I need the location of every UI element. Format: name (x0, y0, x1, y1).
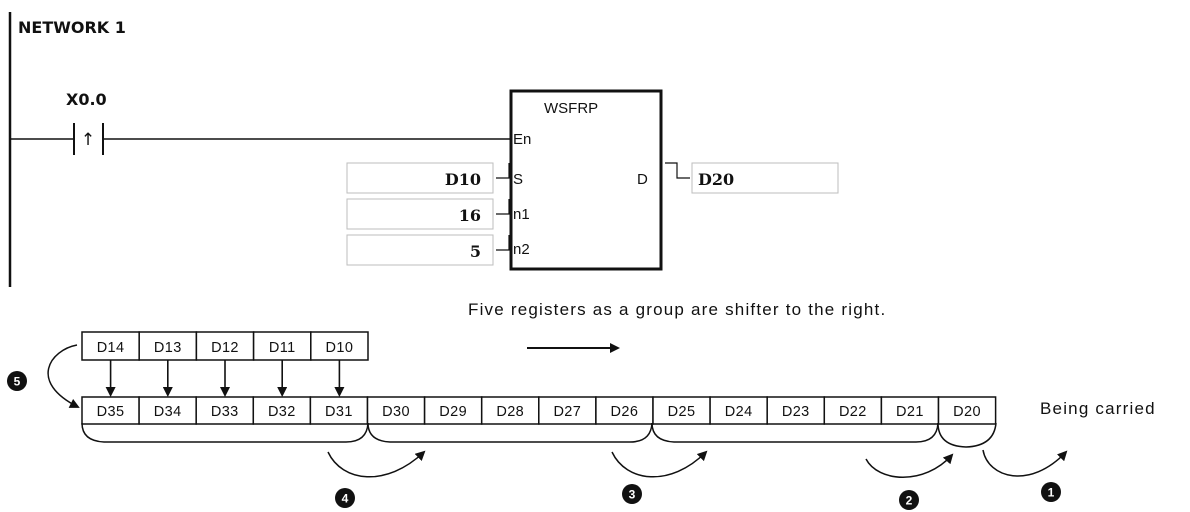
destination-register-cell: D20 (937, 396, 997, 425)
pin-en: En (513, 131, 531, 148)
destination-register-cell: D22 (823, 396, 883, 425)
step-marker-3: 3 (622, 484, 642, 504)
destination-register-cell: D31 (309, 396, 369, 425)
destination-register-label: D33 (211, 404, 239, 420)
source-register-label: D11 (269, 340, 296, 356)
shift-arrow-4 (327, 450, 426, 478)
destination-register-cell: D33 (195, 396, 255, 425)
pin-d: D (637, 171, 648, 188)
network-title: NETWORK 1 (18, 18, 126, 37)
destination-register-cell: D26 (595, 396, 654, 425)
operand-s-value: D10 (445, 170, 481, 189)
operand-d-box[interactable] (691, 162, 839, 194)
destination-register-label: D32 (268, 404, 296, 420)
destination-register-cell: D24 (709, 396, 768, 425)
destination-register-label: D21 (896, 404, 924, 420)
destination-register-cell: D25 (652, 396, 711, 425)
source-register-cell: D12 (195, 331, 255, 361)
operand-d-value: D20 (698, 170, 734, 189)
group-brace-2 (367, 422, 653, 443)
destination-register-cell: D35 (81, 396, 140, 425)
source-register-cell: D13 (138, 331, 198, 361)
operand-n2-box[interactable] (346, 234, 494, 266)
pin-n2: n2 (513, 241, 530, 258)
group-brace-4 (937, 422, 997, 448)
source-register-cell: D11 (252, 331, 312, 361)
group-brace-1 (81, 422, 369, 443)
shift-caption: Five registers as a group are shifter to… (468, 300, 886, 319)
pin-n1: n1 (513, 206, 530, 223)
operand-n2-connector (496, 235, 510, 251)
step-marker-5: 5 (7, 371, 27, 391)
shift-arrow-2 (865, 453, 954, 478)
group-brace-3 (651, 422, 939, 443)
svg-text:4: 4 (342, 492, 349, 506)
reload-arrow (47, 344, 80, 408)
operand-n1-connector (496, 199, 510, 215)
destination-register-label: D23 (782, 404, 810, 420)
destination-register-label: D25 (668, 404, 696, 420)
destination-register-label: D35 (97, 404, 125, 420)
shift-arrow-1 (982, 449, 1068, 477)
rising-edge-contact: ↑ (73, 123, 104, 155)
shift-arrow-3 (611, 450, 708, 478)
operand-s-box[interactable] (346, 162, 494, 194)
destination-register-cell: D28 (480, 396, 540, 425)
destination-register-cell: D30 (366, 396, 426, 425)
destination-register-cell: D27 (538, 396, 597, 425)
operand-d-connector (665, 162, 690, 179)
instruction-block (509, 89, 663, 271)
source-register-cell: D10 (310, 331, 369, 361)
destination-register-label: D20 (953, 404, 981, 420)
step-marker-2: 2 (899, 490, 919, 510)
destination-register-cell: D34 (138, 396, 197, 425)
contact-label: X0.0 (66, 90, 107, 109)
operand-n1-box[interactable] (346, 198, 494, 230)
svg-text:1: 1 (1048, 486, 1055, 500)
carried-label: Being carried (1040, 399, 1156, 418)
destination-register-label: D34 (154, 404, 182, 420)
destination-register-cell: D21 (880, 396, 940, 425)
destination-register-cell: D23 (766, 396, 826, 425)
destination-register-row: D35 D34 D33 D32 D31 D30 D29 D28 D27 D26 D25 D24 D23 D… (81, 396, 997, 425)
destination-register-label: D22 (839, 404, 867, 420)
svg-text:2: 2 (906, 494, 913, 508)
step-marker-4: 4 (335, 488, 355, 508)
destination-register-cell: D32 (252, 396, 312, 425)
source-register-label: D13 (154, 340, 182, 356)
destination-register-label: D31 (325, 404, 353, 420)
operand-n1-value: 16 (459, 206, 481, 225)
step-marker-1: 1 (1041, 482, 1061, 502)
destination-register-label: D28 (496, 404, 524, 420)
destination-register-label: D24 (725, 404, 753, 420)
source-register-label: D14 (97, 340, 125, 356)
load-arrows (105, 360, 345, 397)
operand-s-connector (496, 163, 510, 179)
destination-register-cell: D29 (423, 396, 483, 425)
destination-register-label: D29 (439, 404, 467, 420)
source-register-cell: D14 (81, 331, 140, 361)
instruction-name: WSFRP (544, 100, 598, 117)
operand-n2-value: 5 (470, 242, 481, 261)
destination-register-label: D30 (382, 404, 410, 420)
svg-text:3: 3 (629, 488, 636, 502)
source-register-row: D14 D13 D12 D11 D10 (81, 331, 369, 361)
svg-text:5: 5 (14, 375, 21, 389)
rising-edge-icon: ↑ (81, 130, 95, 150)
pin-s: S (513, 171, 523, 188)
destination-register-label: D26 (611, 404, 639, 420)
destination-register-label: D27 (553, 404, 581, 420)
source-register-label: D12 (211, 340, 239, 356)
source-register-label: D10 (325, 340, 353, 356)
